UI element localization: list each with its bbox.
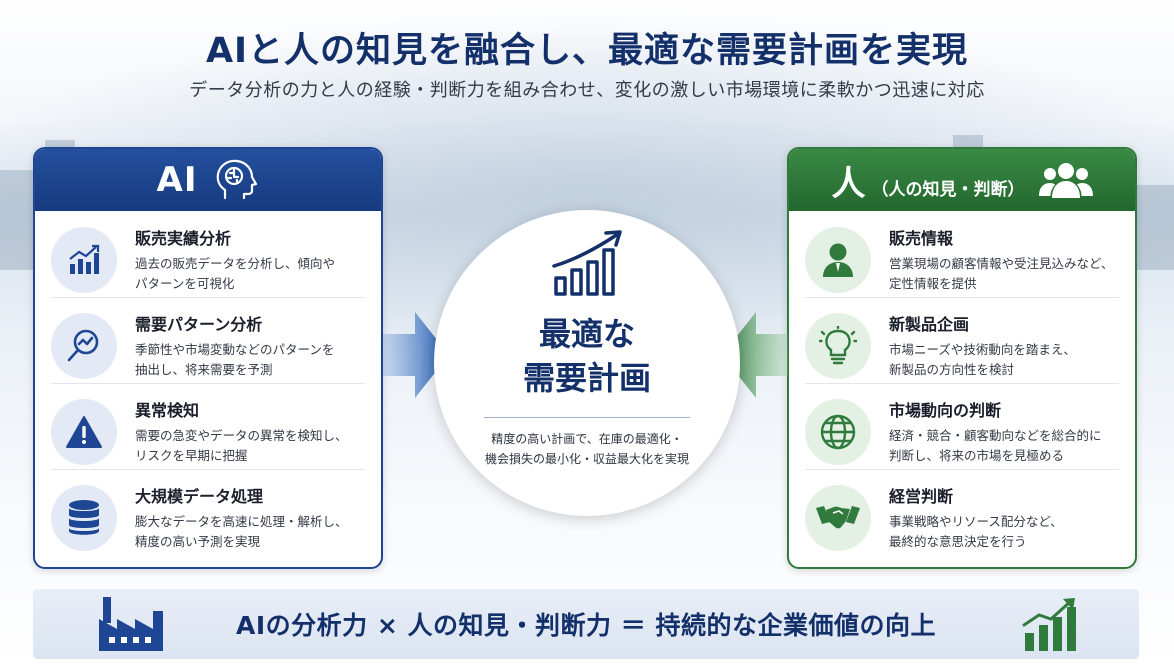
center-desc-line1: 精度の高い計画で、在庫の最適化・ — [491, 432, 683, 446]
ai-item-demand-pattern: 需要パターン分析 季節性や市場変動などのパターンを 抽出し、将来需要を予測 — [35, 297, 381, 383]
item-desc-line2: 定性情報を提供 — [889, 276, 977, 291]
handshake-icon — [816, 506, 860, 529]
warning-icon — [66, 416, 102, 448]
lightbulb-icon — [819, 326, 857, 365]
human-item-sales-info: 販売情報 営業現場の顧客情報や受注見込みなど、 定性情報を提供 — [789, 211, 1135, 297]
growth-chart-icon — [552, 230, 622, 296]
growth-bars-icon — [1022, 598, 1076, 651]
human-item-new-product: 新製品企画 市場ニーズや技術動向を踏まえ、 新製品の方向性を検討 — [789, 297, 1135, 383]
item-title: 市場動向の判断 — [889, 401, 1002, 420]
item-title: 大規模データ処理 — [135, 487, 264, 506]
item-desc-line1: 事業戦略やリソース配分など、 — [889, 514, 1063, 529]
item-desc-line1: 過去の販売データを分析し、傾向や — [135, 256, 336, 271]
item-desc-line1: 需要の急変やデータの異常を検知し、 — [135, 428, 348, 443]
item-title: 異常検知 — [135, 401, 200, 420]
item-desc-line2: リスクを早期に把握 — [135, 448, 248, 463]
item-desc-line1: 営業現場の顧客情報や受注見込みなど、 — [889, 256, 1114, 271]
ai-item-big-data: 大規模データ処理 膨大なデータを高速に処理・解析し、 精度の高い予測を実現 — [35, 469, 381, 555]
human-item-management: 経営判断 事業戦略やリソース配分など、 最終的な意思決定を行う — [789, 469, 1135, 555]
people-group-icon — [1038, 163, 1093, 198]
item-desc-line1: 季節性や市場変動などのパターンを — [135, 342, 335, 357]
bar-chart-icon — [69, 244, 100, 274]
item-desc-line2: 精度の高い予測を実現 — [135, 534, 261, 549]
item-title: 新製品企画 — [889, 315, 970, 334]
item-desc-line2: 最終的な意思決定を行う — [889, 534, 1027, 549]
ai-item-sales-analysis: 販売実績分析 過去の販売データを分析し、傾向や パターンを可視化 — [35, 211, 381, 297]
item-desc-line2: パターンを可視化 — [135, 276, 235, 291]
item-desc-line2: 新製品の方向性を検討 — [889, 362, 1015, 377]
globe-icon — [820, 414, 856, 450]
magnifier-trend-icon — [67, 329, 99, 362]
ai-brain-head-icon — [217, 159, 258, 200]
item-title: 需要パターン分析 — [135, 315, 263, 334]
banner-text: AIの分析力 × 人の知見・判断力 ＝ 持続的な企業価値の向上 — [236, 611, 936, 640]
database-icon — [69, 500, 99, 535]
item-desc-line1: 経済・競合・顧客動向などを総合的に — [889, 428, 1102, 443]
center-optimal-plan: 最適な 需要計画 精度の高い計画で、在庫の最適化・ 機会損失の最小化・収益最大化… — [434, 210, 740, 516]
item-desc-line1: 市場ニーズや技術動向を踏まえ、 — [889, 342, 1076, 357]
ai-item-anomaly-detection: 異常検知 需要の急変やデータの異常を検知し、 リスクを早期に把握 — [35, 383, 381, 469]
center-title-line2: 需要計画 — [522, 359, 651, 397]
item-title: 販売情報 — [889, 229, 954, 248]
center-desc-line2: 機会損失の最小化・収益最大化を実現 — [484, 452, 689, 466]
item-desc-line2: 判断し、将来の市場を見極める — [889, 448, 1065, 463]
human-panel-label: 人 — [831, 163, 867, 204]
center-divider — [484, 417, 690, 418]
page-subtitle: データ分析の力と人の経験・判断力を組み合わせ、変化の激しい市場環境に柔軟かつ迅速… — [189, 80, 985, 101]
ai-panel: AI 販売実績分析 過去の販売データを分析し、傾向や パターンを可視化 — [33, 147, 383, 569]
factory-icon — [99, 597, 163, 651]
ai-panel-header: AI — [35, 149, 381, 211]
bottom-banner: AIの分析力 × 人の知見・判断力 ＝ 持続的な企業価値の向上 — [33, 589, 1139, 659]
item-desc-line2: 抽出し、将来需要を予測 — [135, 362, 273, 377]
item-title: 販売実績分析 — [135, 229, 232, 248]
blue-arrow-right-icon — [383, 312, 449, 398]
green-arrow-left-icon — [722, 312, 788, 398]
center-title-line1: 最適な — [538, 315, 635, 353]
item-desc-line1: 膨大なデータを高速に処理・解析し、 — [135, 514, 348, 529]
page-title: AIと人の知見を融合し、最適な需要計画を実現 — [205, 31, 969, 71]
item-title: 経営判断 — [889, 487, 954, 506]
ai-panel-label: AI — [156, 160, 198, 200]
human-panel-header: 人 （人の知見・判断） — [789, 149, 1135, 211]
human-item-market-trend: 市場動向の判断 経済・競合・顧客動向などを総合的に 判断し、将来の市場を見極める — [789, 383, 1135, 469]
human-panel-sublabel: （人の知見・判断） — [871, 179, 1025, 200]
human-panel: 人 （人の知見・判断） 販売情報 営業現場の顧客情報や受注見込みなど、 定性情報… — [787, 147, 1137, 569]
person-icon — [823, 243, 853, 277]
